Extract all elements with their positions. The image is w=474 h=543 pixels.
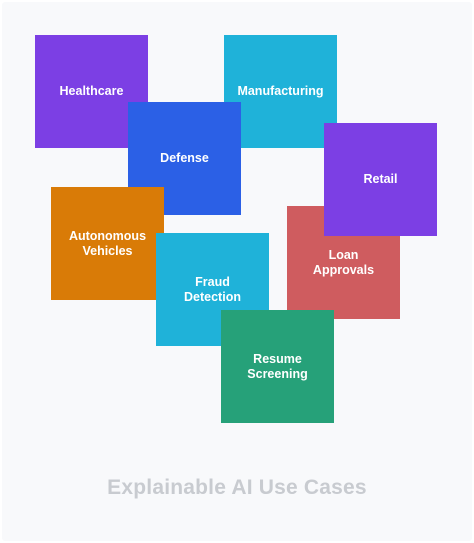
tile-manufacturing: Manufacturing — [224, 35, 337, 148]
tile-autonomous-vehicles: Autonomous Vehicles — [51, 187, 164, 300]
tile-retail: Retail — [324, 123, 437, 236]
tile-resume-screening: Resume Screening — [221, 310, 334, 423]
page-title: Explainable AI Use Cases — [107, 476, 367, 499]
